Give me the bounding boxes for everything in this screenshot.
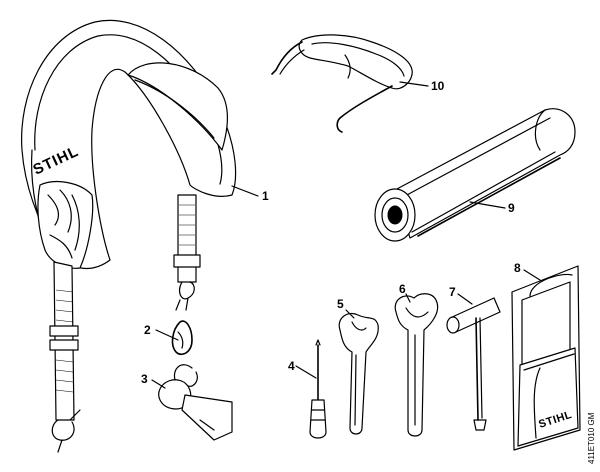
callout-2: 2: [144, 323, 151, 337]
harness-drawing: STIHL: [21, 19, 237, 453]
callout-9: 9: [508, 201, 515, 215]
callout-10: 10: [431, 79, 445, 93]
drawing-number: 411ET010 GM: [587, 412, 596, 464]
callout-3: 3: [141, 372, 148, 386]
callout-8: 8: [514, 261, 521, 275]
callout-6: 6: [399, 282, 406, 296]
tool-pouch-drawing: STIHL: [511, 265, 581, 451]
safety-glasses-drawing: [271, 34, 413, 133]
callout-1: 1: [262, 189, 269, 203]
combination-wrench-drawing: [446, 297, 501, 431]
callout-7: 7: [449, 285, 456, 299]
carabiner-drawing: [171, 320, 193, 356]
screwdriver-drawing: [309, 339, 327, 439]
callout-4: 4: [288, 359, 295, 373]
callout-5: 5: [337, 297, 344, 311]
wrench-6-drawing: [394, 293, 439, 437]
callout-numbers: 1 2 3 4 5 6 7 8 9 10: [141, 79, 521, 386]
wrench-5-drawing: [338, 312, 379, 435]
roll-up-bag-drawing: [374, 108, 576, 242]
leader-lines: [151, 81, 541, 389]
clamp-drawing: [158, 364, 233, 441]
